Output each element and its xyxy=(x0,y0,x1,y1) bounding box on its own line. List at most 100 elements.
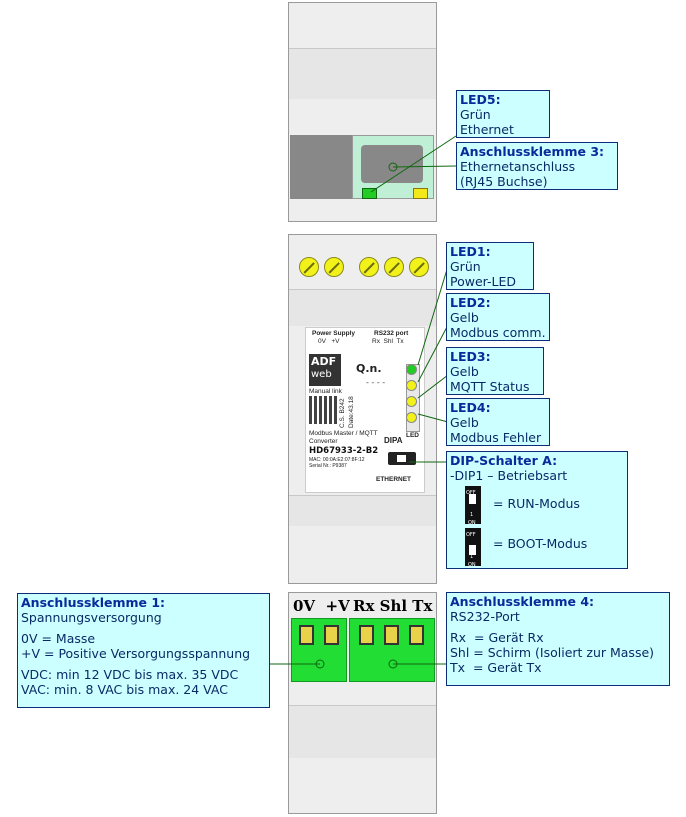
qn-dashes: - - - - xyxy=(366,378,386,387)
led2-modbus-comm xyxy=(406,380,417,391)
callout-title: Anschlussklemme 1: xyxy=(21,595,166,610)
terminal-labels-right: Rx Shl Tx xyxy=(353,597,433,615)
dip-run-text: = RUN-Modus xyxy=(493,496,580,511)
desc-line-1: Modbus Master / MQTT xyxy=(309,430,378,437)
led3-mqtt-status xyxy=(406,396,417,407)
pins-right-label: Rx Shl Tx xyxy=(372,338,404,345)
dip-off-text: OFF xyxy=(466,532,476,538)
callout-line: Modbus Fehler xyxy=(450,430,542,445)
dip-boot-icon: OFF 1 ON xyxy=(465,528,481,568)
logo-text-top: ADF xyxy=(311,355,337,368)
callout-title: LED1: xyxy=(450,244,491,259)
callout-line: Gelb xyxy=(450,364,479,379)
power-supply-label: Power Supply xyxy=(312,330,355,337)
callout-title: LED5: xyxy=(460,92,501,107)
led4-modbus-error xyxy=(406,412,417,423)
callout-line: Ethernet xyxy=(460,122,514,137)
rj45-housing xyxy=(290,135,352,199)
pin-0v[interactable] xyxy=(299,625,314,645)
led5-green xyxy=(362,188,377,199)
callout-title: LED2: xyxy=(450,295,491,310)
screw-rx[interactable] xyxy=(359,257,379,277)
led-label: LED xyxy=(406,432,419,439)
bottom-module: 0V +V Rx Shl Tx xyxy=(288,592,437,814)
mac-address: MAC: 00:0A:E2:07:8F:12 xyxy=(309,457,365,463)
dip-num-text: 1 xyxy=(470,554,474,560)
callout-line: Grün xyxy=(460,107,491,122)
dip-num-text: 1 xyxy=(470,512,474,518)
terminal-labels-left: 0V +V xyxy=(293,597,350,615)
screw-0v[interactable] xyxy=(299,257,319,277)
pin-rx[interactable] xyxy=(359,625,374,645)
qn-label: Q.n. xyxy=(356,362,382,375)
desc-line-2: Converter xyxy=(309,438,338,445)
screw-tx[interactable] xyxy=(409,257,429,277)
dip-slider xyxy=(469,494,476,504)
pin-plus-v[interactable] xyxy=(324,625,339,645)
callout-line: Ethernetanschluss xyxy=(460,159,576,174)
callout-title: LED4: xyxy=(450,400,491,415)
pins-left-label: 0V +V xyxy=(318,338,340,345)
callout-line: RS232-Port xyxy=(450,609,520,624)
label-panel: Power Supply RS232 port 0V +V Rx Shl Tx … xyxy=(305,327,425,493)
callout-line: 0V = Masse xyxy=(21,631,96,646)
callout-title: Anschlussklemme 4: xyxy=(450,594,595,609)
callout-line: +V = Positive Versorgungsspannung xyxy=(21,646,251,661)
callout-title: LED3: xyxy=(450,349,491,364)
dip-on-text: ON xyxy=(468,562,476,568)
qr-code xyxy=(309,396,337,424)
dipa-label: DIPA xyxy=(384,436,403,445)
callout-dip-switch: DIP-Schalter A: -DIP1 – Betriebsart OFF … xyxy=(446,451,628,569)
callout-led2: LED2: Gelb Modbus comm. xyxy=(446,293,550,341)
callout-line: -DIP1 – Betriebsart xyxy=(450,468,568,483)
callout-led1: LED1: Grün Power-LED xyxy=(446,242,534,290)
callout-led3: LED3: Gelb MQTT Status xyxy=(446,347,544,395)
callout-line: VDC: min 12 VDC bis max. 35 VDC xyxy=(21,667,239,682)
ethernet-label: ETHERNET xyxy=(376,476,412,483)
serial-number: Serial Nr.: P9387 xyxy=(309,463,347,469)
callout-line: Tx = Gerät Tx xyxy=(450,660,542,675)
top-module xyxy=(288,2,437,222)
callout-line: Gelb xyxy=(450,310,479,325)
led1-power-green xyxy=(406,364,417,375)
callout-terminal-3: Anschlussklemme 3: Ethernetanschluss (RJ… xyxy=(456,142,618,190)
callout-line: Modbus comm. xyxy=(450,325,546,340)
ethernet-yellow-led xyxy=(413,188,428,199)
module-band xyxy=(289,495,436,526)
dip-off-text: OFF xyxy=(466,490,476,496)
callout-line: Gelb xyxy=(450,415,479,430)
dip-on-text: ON xyxy=(468,520,476,526)
logo-text-bottom: web xyxy=(311,369,332,380)
screw-shl[interactable] xyxy=(384,257,404,277)
module-band xyxy=(289,48,436,99)
callout-line: MQTT Status xyxy=(450,379,530,394)
callout-line: (RJ45 Buchse) xyxy=(460,174,548,189)
dip-boot-text: = BOOT-Modus xyxy=(493,536,588,551)
dip-run-icon: OFF 1 ON xyxy=(465,486,481,526)
pin-shl[interactable] xyxy=(384,625,399,645)
callout-line: Rx = Gerät Rx xyxy=(450,630,544,645)
adfweb-logo: ADF web xyxy=(309,354,341,386)
model-number: HD67933-2-B2 xyxy=(309,446,379,456)
dip-slider xyxy=(469,545,476,555)
callout-terminal-1: Anschlussklemme 1: Spannungsversorgung 0… xyxy=(17,593,270,708)
manual-link: Manual link xyxy=(309,388,342,395)
callout-terminal-4: Anschlussklemme 4: RS232-Port Rx = Gerät… xyxy=(446,592,670,686)
callout-line: Spannungsversorgung xyxy=(21,610,162,625)
dip-switch-knob[interactable] xyxy=(397,455,406,462)
callout-title: Anschlussklemme 3: xyxy=(460,144,605,159)
screw-plus-v[interactable] xyxy=(324,257,344,277)
module-band xyxy=(289,705,436,758)
rs232-port-label: RS232 port xyxy=(374,330,409,337)
callout-line: VAC: min. 8 VAC bis max. 24 VAC xyxy=(21,682,228,697)
callout-line: Power-LED xyxy=(450,274,516,289)
main-module: Power Supply RS232 port 0V +V Rx Shl Tx … xyxy=(288,234,437,584)
callout-led4: LED4: Gelb Modbus Fehler xyxy=(446,398,550,446)
module-band xyxy=(289,289,436,326)
callout-led5: LED5: Grün Ethernet xyxy=(456,90,550,138)
callout-line: Grün xyxy=(450,259,481,274)
pin-tx[interactable] xyxy=(409,625,424,645)
callout-line: Shl = Schirm (Isoliert zur Masse) xyxy=(450,645,655,660)
callout-title: DIP-Schalter A: xyxy=(450,453,558,468)
